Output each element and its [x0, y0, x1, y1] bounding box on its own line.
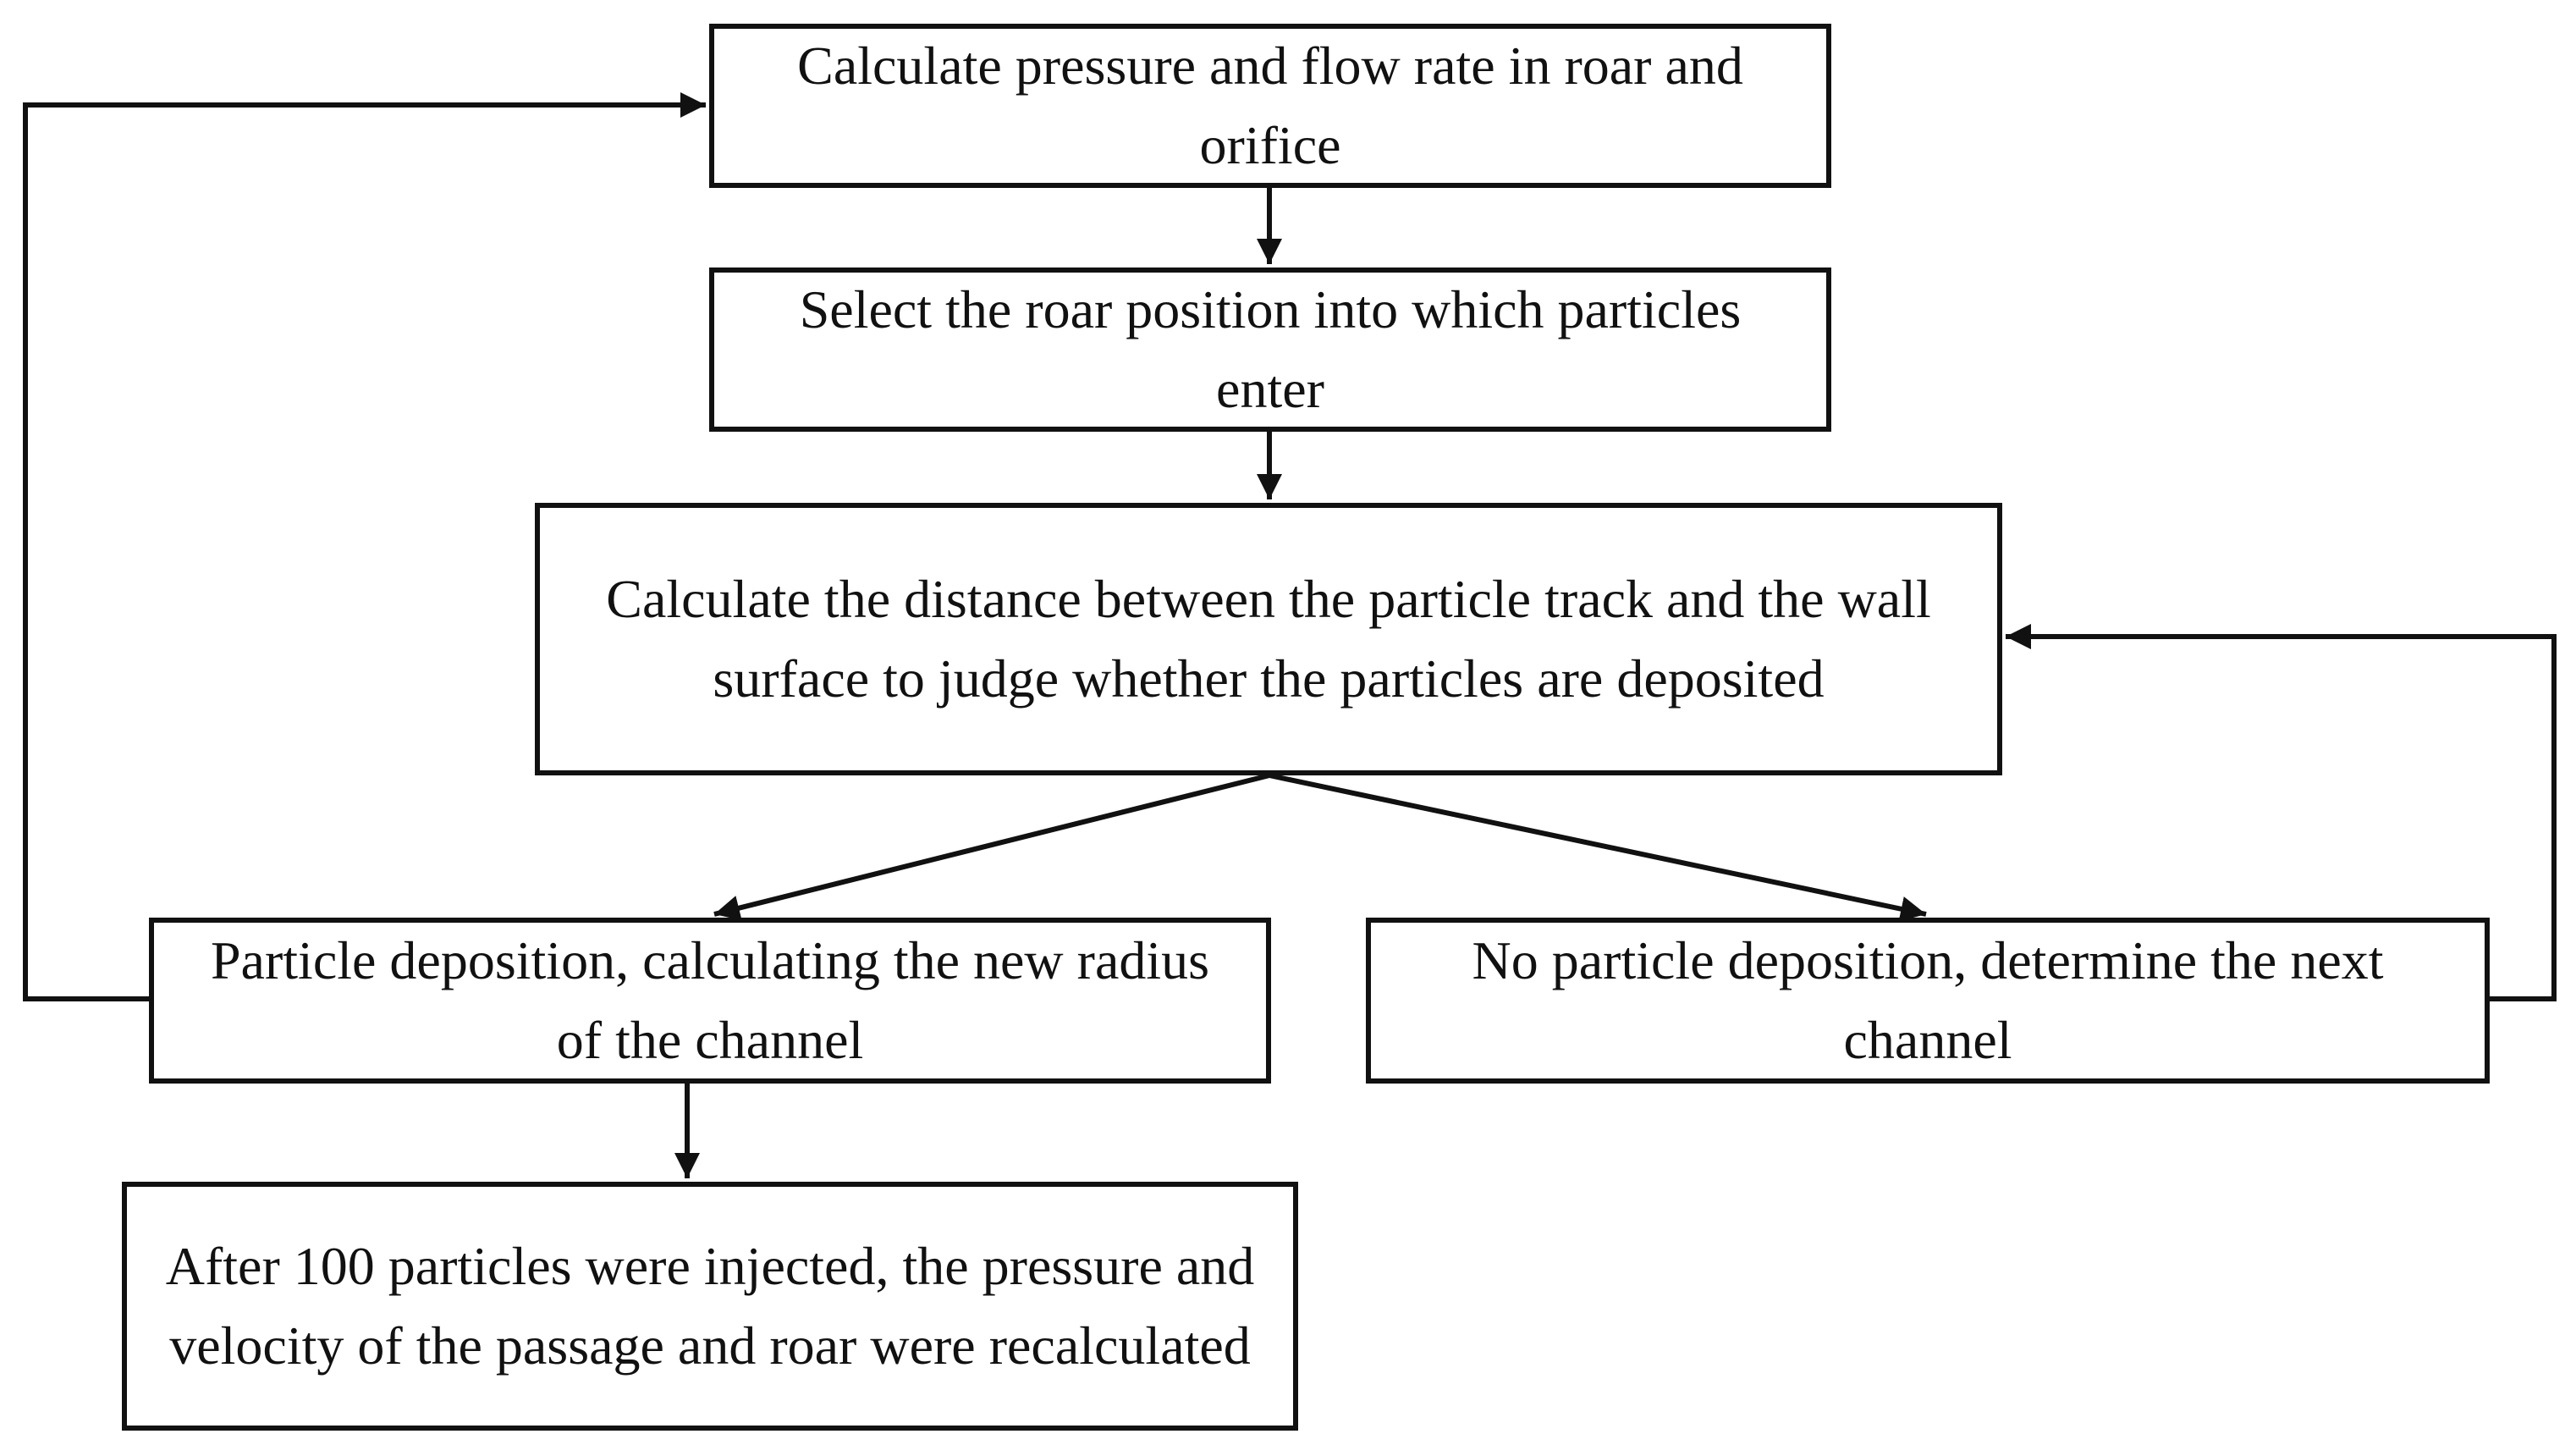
node-calc-distance-label: Calculate the distance between the parti…	[606, 569, 1931, 709]
node-no-deposition-label: No particle deposition, determine the ne…	[1472, 930, 2384, 1070]
node-calc-distance: Calculate the distance between the parti…	[535, 503, 2002, 775]
node-calc-pressure-label: Calculate pressure and flow rate in roar…	[797, 36, 1743, 175]
arrow-calc-distance-to-no-deposition	[1269, 773, 1927, 922]
node-select-position: Select the roar position into which part…	[709, 267, 1831, 432]
node-calc-pressure: Calculate pressure and flow rate in roar…	[709, 24, 1831, 188]
arrow-deposition-loop-to-calc-pressure	[23, 92, 706, 1001]
node-deposition-label: Particle deposition, calculating the new…	[210, 930, 1210, 1070]
node-recalculate-label: After 100 particles were injected, the p…	[165, 1236, 1255, 1376]
node-deposition: Particle deposition, calculating the new…	[149, 918, 1271, 1084]
arrow-calc-distance-to-deposition	[713, 773, 1270, 921]
node-recalculate: After 100 particles were injected, the p…	[122, 1182, 1298, 1431]
node-no-deposition: No particle deposition, determine the ne…	[1366, 918, 2490, 1084]
node-select-position-label: Select the roar position into which part…	[799, 279, 1742, 419]
arrow-no-deposition-loop-to-calc-distance	[2006, 624, 2557, 1001]
